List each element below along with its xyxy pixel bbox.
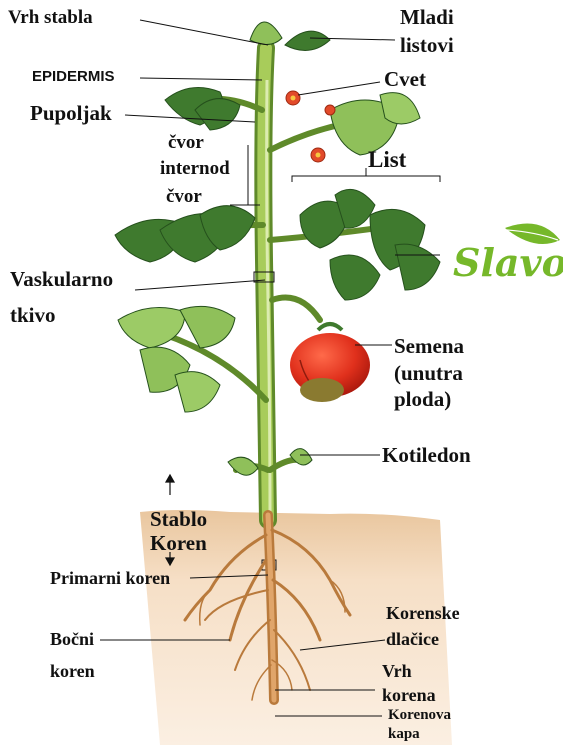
callout-vaskularno xyxy=(135,280,265,290)
callout-cvet xyxy=(298,82,380,95)
label-vaskularno-line1: Vaskularno xyxy=(10,268,113,290)
label-mladi-listovi-line1: Mladi xyxy=(400,6,454,28)
label-koren: Koren xyxy=(150,532,207,554)
label-cvor-top: čvor xyxy=(168,133,204,153)
label-vaskularno-line2: tkivo xyxy=(10,304,56,326)
label-mladi-listovi-line2: listovi xyxy=(400,34,454,56)
label-primarni-koren: Primarni koren xyxy=(50,569,170,588)
tomato-fruit xyxy=(290,324,370,402)
callout-list xyxy=(292,176,440,182)
label-vrh-korena-line1: Vrh xyxy=(382,662,412,681)
callout-vrh-stabla xyxy=(140,20,268,45)
label-cvor-bottom: čvor xyxy=(166,187,202,207)
label-kotiledon: Kotiledon xyxy=(382,444,471,466)
label-korenova-line2: kapa xyxy=(388,727,420,743)
label-vrh-stabla: Vrh stabla xyxy=(8,8,93,28)
branch-lower-right xyxy=(272,298,320,321)
label-semena-line3: ploda) xyxy=(394,388,451,410)
label-list: List xyxy=(368,148,406,172)
leaf-top xyxy=(250,22,282,45)
label-pupoljak: Pupoljak xyxy=(30,102,112,124)
label-bocni-line2: koren xyxy=(50,662,95,681)
leaf-lower-left-light xyxy=(118,308,185,349)
label-epidermis: EPIDERMIS xyxy=(32,69,115,85)
label-bocni-line1: Bočni xyxy=(50,630,94,649)
label-korenske-line2: dlačice xyxy=(386,630,439,649)
leaf-top-right xyxy=(285,31,330,50)
label-korenske-line1: Korenske xyxy=(386,604,460,623)
label-cvet: Cvet xyxy=(384,68,426,90)
label-semena-line2: (unutra xyxy=(394,362,463,384)
brand-logo-text: Slavol xyxy=(453,240,563,285)
callout-epidermis xyxy=(140,78,262,80)
label-vrh-korena-line2: korena xyxy=(382,686,436,705)
label-semena-line1: Semena xyxy=(394,335,464,357)
label-korenova-line1: Korenova xyxy=(388,708,451,724)
leaf-cotyledon-left xyxy=(228,457,258,475)
up-arrow-icon xyxy=(166,475,174,495)
label-stablo: Stablo xyxy=(150,508,207,530)
label-internod: internod xyxy=(160,159,230,179)
